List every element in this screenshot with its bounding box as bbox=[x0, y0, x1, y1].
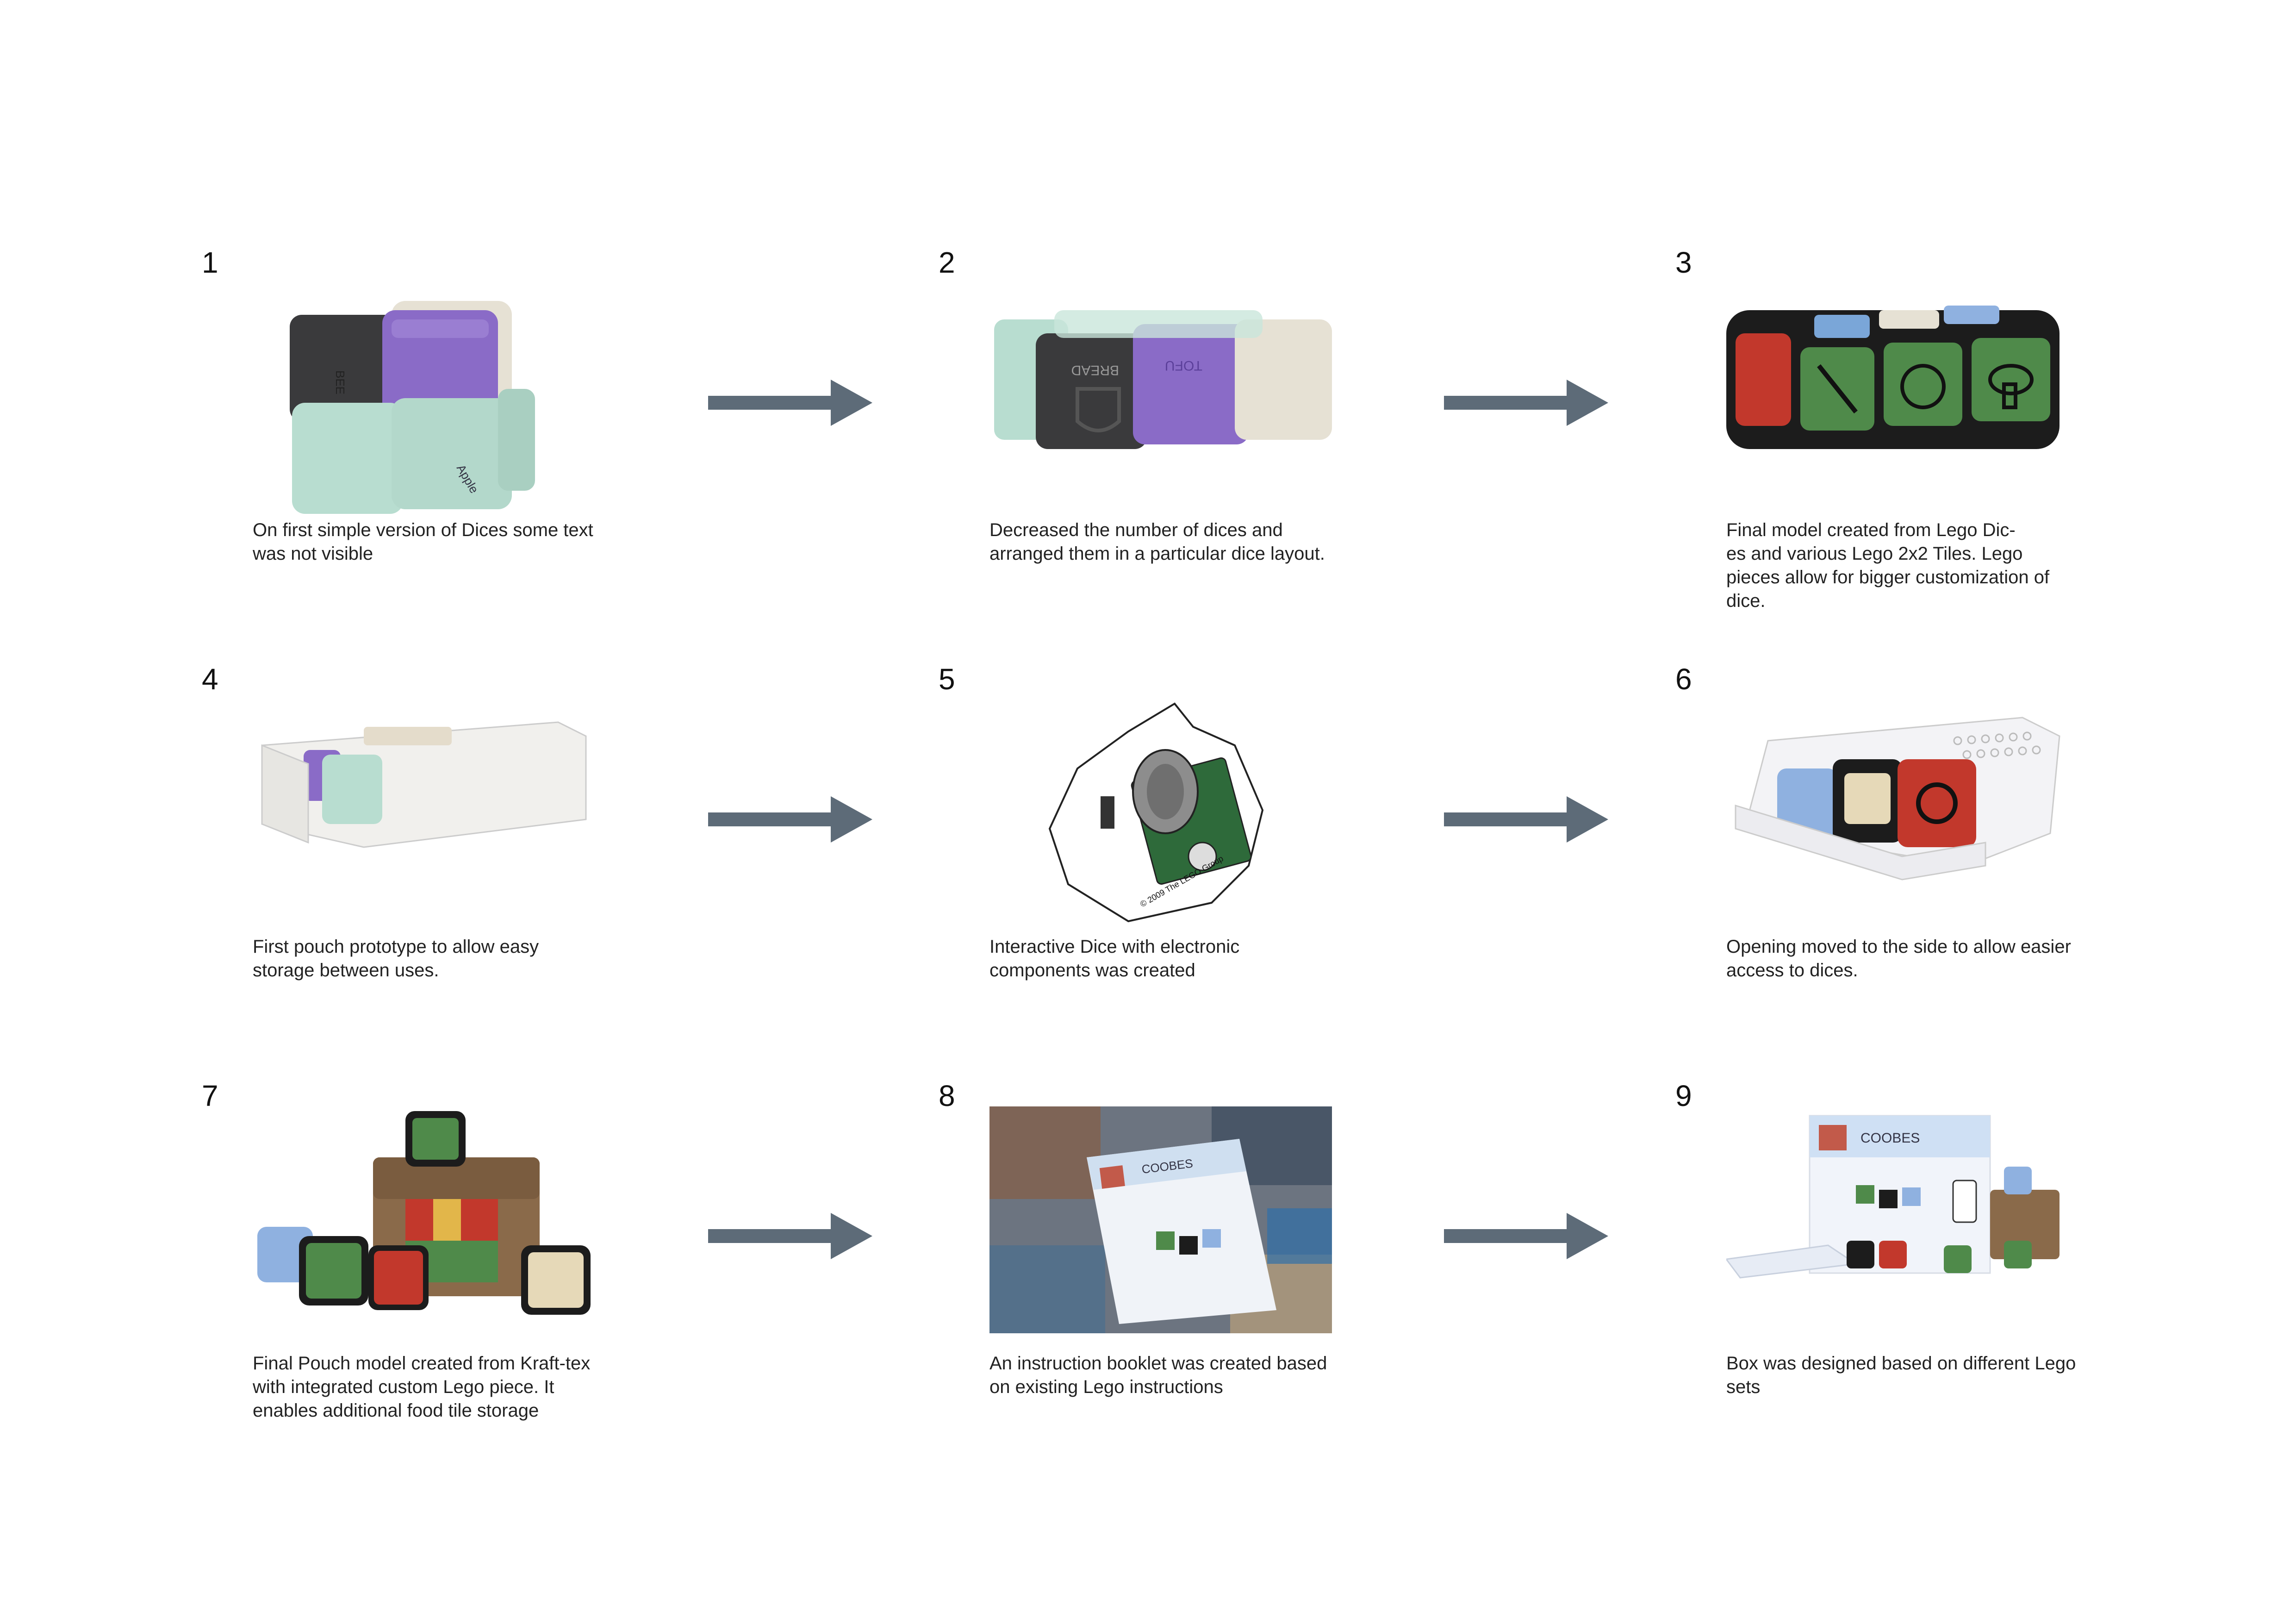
arrow-right-icon bbox=[1444, 796, 1608, 843]
arrow-right-icon bbox=[708, 1213, 872, 1259]
step-number: 7 bbox=[202, 1079, 218, 1112]
step-1: 1 BEE Apple On first simple version of D… bbox=[202, 245, 757, 653]
step-number: 8 bbox=[939, 1079, 955, 1112]
step-4: 4 First pouch prototype to allow easy st… bbox=[202, 662, 757, 1069]
step-3: 3 Final model created from Lego Dic- es … bbox=[1675, 245, 2231, 653]
step-number: 3 bbox=[1675, 246, 1692, 279]
kraft-pouch-image bbox=[257, 1111, 591, 1315]
lego-dice-final-image bbox=[1726, 306, 2060, 449]
step-caption: On first simple version of Dices some te… bbox=[253, 520, 593, 564]
step-7: 7 Final Pouch model created from Kraft-t… bbox=[202, 1079, 757, 1486]
arrow-right-icon bbox=[1444, 1213, 1608, 1259]
svg-text:BEE: BEE bbox=[333, 370, 347, 394]
dice-cube-prototype-image: BEE Apple bbox=[290, 301, 535, 514]
pouch-prototype-image bbox=[261, 721, 587, 848]
step-2: 2 BREAD TOFU Decreased the number of dic… bbox=[939, 245, 1494, 653]
step-8: 8 COOBES An instruction booklet was crea… bbox=[939, 1079, 1494, 1486]
product-box-set-image: COOBES bbox=[1726, 1115, 2060, 1279]
svg-text:BREAD: BREAD bbox=[1071, 362, 1119, 378]
step-caption: Final Pouch model created from Kraft-tex… bbox=[253, 1353, 591, 1421]
step-caption: Decreased the number of dices and arrang… bbox=[989, 520, 1325, 564]
step-caption: Final model created from Lego Dic- es an… bbox=[1726, 520, 2050, 611]
svg-text:TOFU: TOFU bbox=[1165, 358, 1202, 373]
step-number: 2 bbox=[939, 246, 955, 279]
dice-row-prototype-image: BREAD TOFU bbox=[994, 310, 1332, 449]
step-number: 4 bbox=[202, 662, 218, 696]
step-6: 6 Opening moved to the side to allow eas… bbox=[1675, 662, 2231, 1069]
arrow-right-icon bbox=[708, 380, 872, 426]
step-number: 6 bbox=[1675, 662, 1692, 696]
step-caption: Opening moved to the side to allow easie… bbox=[1726, 937, 2071, 981]
step-5: 5 © 2009 The LEGO Group Interactive Dice… bbox=[939, 662, 1494, 1069]
step-number: 5 bbox=[939, 662, 955, 696]
arrow-right-icon bbox=[708, 796, 872, 843]
step-caption: Interactive Dice with electronic compone… bbox=[989, 937, 1240, 981]
box-brand-text: COOBES bbox=[1860, 1131, 1920, 1146]
step-caption: Box was designed based on different Lego… bbox=[1726, 1353, 2076, 1397]
electronic-dice-drawing-image: © 2009 The LEGO Group bbox=[1048, 702, 1264, 923]
step-number: 9 bbox=[1675, 1079, 1692, 1112]
step-9: 9 COOBES Box was designed based on diffe… bbox=[1675, 1079, 2231, 1486]
step-caption: First pouch prototype to allow easy stor… bbox=[253, 937, 539, 981]
step-number: 1 bbox=[202, 246, 218, 279]
arrow-right-icon bbox=[1444, 380, 1608, 426]
instruction-booklet-photo: COOBES bbox=[989, 1106, 1332, 1333]
step-caption: An instruction booklet was created based… bbox=[989, 1353, 1327, 1397]
side-opening-box-image bbox=[1735, 717, 2060, 881]
